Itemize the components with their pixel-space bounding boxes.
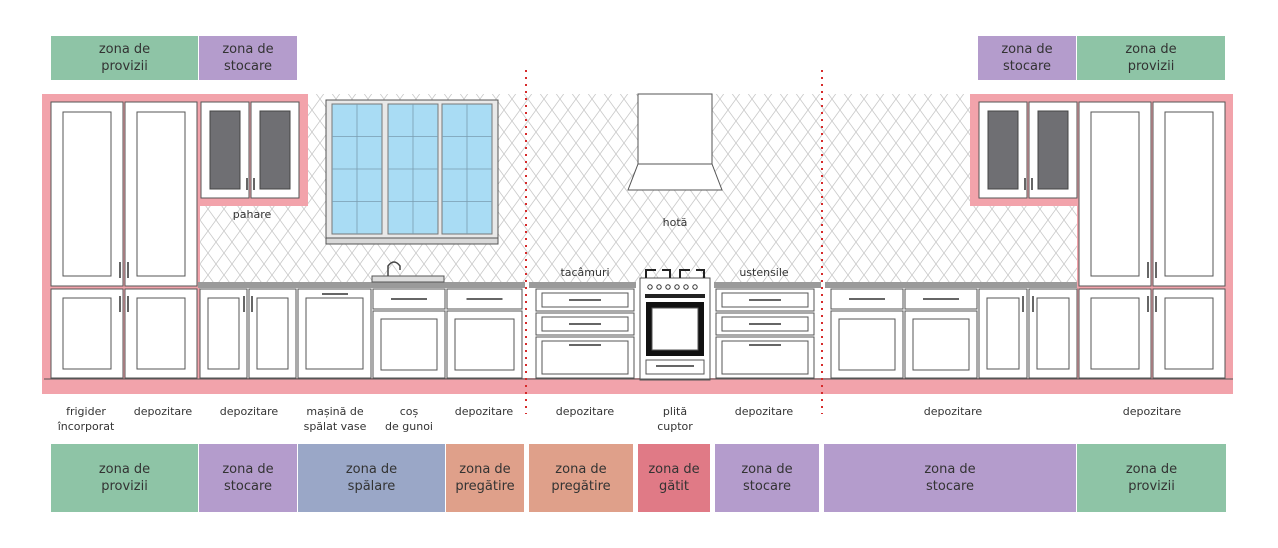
countertop-3	[714, 282, 821, 288]
tall-door-3-upper-panel	[1090, 111, 1140, 277]
label-storage-4: depozitare	[555, 405, 615, 418]
right-door-1-panel	[986, 297, 1020, 370]
label-storage-3: depozitare	[454, 405, 514, 418]
right-door-2-panel	[1036, 297, 1070, 370]
label-storage-1: depozitare	[133, 405, 193, 418]
cutlery-drawers-drawer-2	[535, 336, 635, 379]
fridge-door-right-upper-panel	[136, 111, 186, 277]
label-built-in-fridge: frigider încorporat	[57, 405, 115, 433]
top-zone-stocare-left: zona de stocare	[199, 36, 297, 80]
utensil-drawers-drawer-panel-0	[721, 292, 809, 308]
label-storage-5: depozitare	[734, 405, 794, 418]
countertop-2	[529, 282, 636, 288]
bottom-zone-stocare-1: zona de stocare	[199, 444, 297, 512]
fridge-door-left-lower-panel	[62, 297, 112, 370]
tall-door-4-upper	[1152, 101, 1226, 287]
glasses-label: pahare	[232, 208, 272, 221]
top-zone-provizii-left: zona de provizii	[51, 36, 198, 80]
bottom-zone-pregatire-1: zona de pregătire	[446, 444, 524, 512]
fridge-door-left-upper	[50, 101, 124, 287]
tall-door-3-lower	[1078, 288, 1152, 379]
prep-cabinet-door	[446, 310, 523, 379]
cutlery-drawers-drawer-panel-1	[541, 316, 629, 332]
countertop-4	[825, 282, 1077, 288]
dishwasher	[297, 288, 372, 379]
bottom-zone-stocare-2: zona de stocare	[715, 444, 819, 512]
base-left-door-1-panel	[207, 297, 240, 370]
faucet	[387, 261, 401, 276]
glass-cabinet-left-glass-1	[259, 110, 291, 190]
oven-handle	[645, 294, 705, 298]
utensil-drawers-drawer-2	[715, 336, 815, 379]
bottom-zone-stocare-3: zona de stocare	[824, 444, 1076, 512]
glass-cabinet-right-glass-1	[1037, 110, 1069, 190]
hood-label: hotă	[662, 216, 688, 229]
right-door-2	[1028, 288, 1078, 379]
right-door-1	[978, 288, 1028, 379]
label-dishwasher: mașină de spălat vase	[303, 405, 367, 433]
cutlery-drawers-drawer-panel-2	[541, 340, 629, 375]
label-storage-6: depozitare	[923, 405, 983, 418]
label-trash-bin: coș de gunoi	[385, 405, 433, 433]
oven-window	[651, 307, 699, 351]
prep-cabinet-door-panel	[454, 318, 515, 371]
top-zone-provizii-right: zona de provizii	[1077, 36, 1225, 80]
base-left-door-2	[248, 288, 297, 379]
cutlery-drawers-drawer-panel-0	[541, 292, 629, 308]
plinth-frame	[44, 378, 1233, 394]
label-stove-oven: plită cuptor	[657, 405, 693, 433]
stove-knob-2	[665, 284, 671, 290]
right-cabinet-2-door-panel	[912, 318, 970, 371]
top-zone-stocare-right: zona de stocare	[978, 36, 1076, 80]
sink-basin	[371, 275, 445, 283]
utensil-drawers-drawer-panel-1	[721, 316, 809, 332]
tall-door-3-lower-panel	[1090, 297, 1140, 370]
bottom-zone-provizii-left: zona de provizii	[51, 444, 198, 512]
hood-canopy	[627, 163, 723, 191]
glass-cabinet-right-glass-0	[987, 110, 1019, 190]
glass-cabinet-left-glass-0	[209, 110, 241, 190]
window-sill	[325, 237, 499, 245]
fridge-door-right-lower-panel	[136, 297, 186, 370]
right-cabinet-2-door	[904, 310, 978, 379]
tall-door-4-lower	[1152, 288, 1226, 379]
right-cabinet-1-door	[830, 310, 904, 379]
tall-door-3-upper	[1078, 101, 1152, 287]
base-left-door-2-panel	[256, 297, 289, 370]
label-storage-2: depozitare	[219, 405, 279, 418]
base-left-door-1	[199, 288, 248, 379]
bottom-zone-gatit: zona de gătit	[638, 444, 710, 512]
right-cabinet-1-door-panel	[838, 318, 896, 371]
bottom-zone-provizii-right: zona de provizii	[1077, 444, 1226, 512]
utensils-label: ustensile	[739, 266, 789, 279]
stove-knob-5	[692, 284, 698, 290]
tall-door-4-upper-panel	[1164, 111, 1214, 277]
stove-knob-4	[683, 284, 689, 290]
bottom-zone-spalare: zona de spălare	[298, 444, 445, 512]
fridge-door-right-upper	[124, 101, 198, 287]
trash-cabinet-door	[372, 310, 446, 379]
stove-knob-0	[647, 284, 653, 290]
fridge-door-right-lower	[124, 288, 198, 379]
cutlery-label: tacâmuri	[560, 266, 610, 279]
stove-knob-3	[674, 284, 680, 290]
utensil-drawers-drawer-panel-2	[721, 340, 809, 375]
bottom-zone-pregatire-2: zona de pregătire	[529, 444, 633, 512]
oven-drawer	[645, 359, 705, 375]
hood-chimney	[637, 93, 713, 165]
tall-door-4-lower-panel	[1164, 297, 1214, 370]
fridge-door-left-lower	[50, 288, 124, 379]
countertop-1	[198, 282, 525, 288]
dishwasher-panel	[305, 297, 364, 370]
trash-cabinet-door-panel	[380, 318, 438, 371]
stove-knob-1	[656, 284, 662, 290]
fridge-door-left-upper-panel	[62, 111, 112, 277]
label-storage-7: depozitare	[1122, 405, 1182, 418]
stove-burners	[645, 269, 705, 278]
